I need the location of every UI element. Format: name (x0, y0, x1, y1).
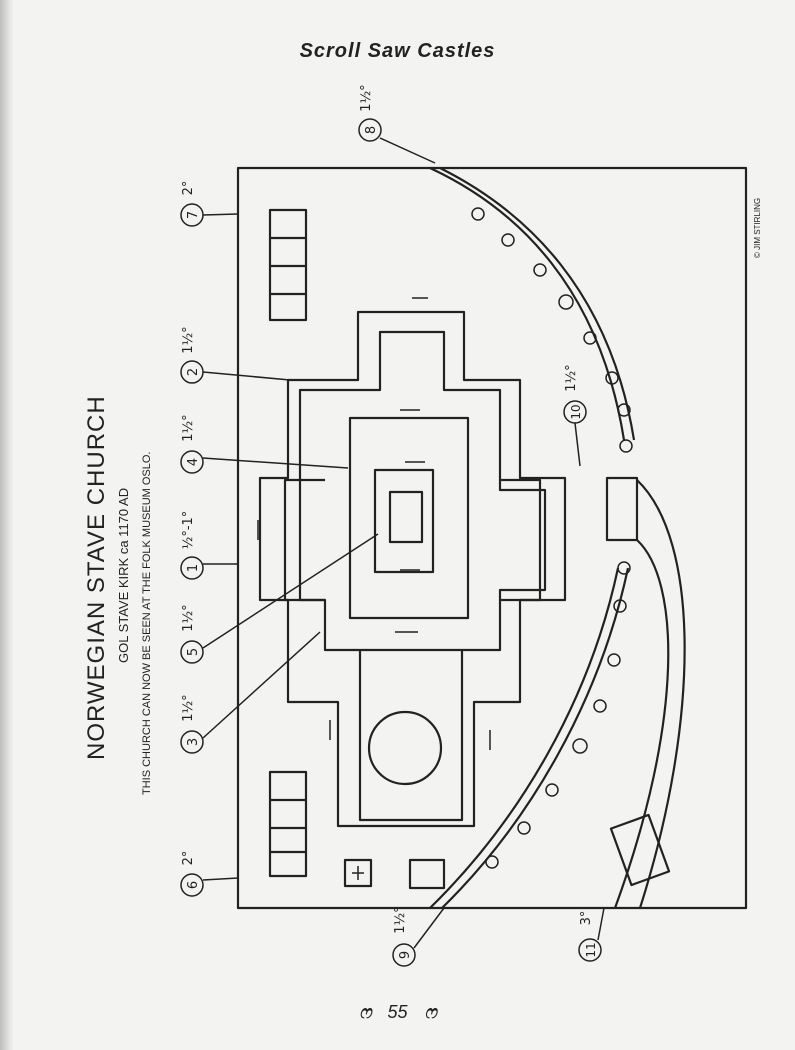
grave-box-1 (343, 858, 373, 888)
svg-text:1: 1 (186, 564, 201, 572)
church-inner-core (373, 468, 435, 574)
callout-7: 7 2° (180, 181, 239, 227)
church-outer-wall (258, 310, 567, 828)
fence-posts (471, 207, 633, 869)
cross-arm-right (500, 478, 542, 602)
callout-1: 1 ½°-1° (180, 511, 238, 580)
apse-round-tower (367, 710, 443, 786)
svg-text:7: 7 (186, 211, 201, 219)
svg-text:1½°: 1½° (359, 84, 374, 111)
svg-text:9: 9 (398, 951, 413, 959)
footer-ornament-left: ෆ (359, 1002, 371, 1022)
path-curve-inner (613, 539, 670, 909)
fence-top-inner (439, 167, 636, 441)
page-footer: ෆ 55 ෆ (0, 1002, 795, 1023)
svg-text:1½°: 1½° (393, 906, 408, 933)
church-nave (348, 416, 470, 620)
svg-text:1½°: 1½° (181, 414, 196, 441)
fence-bottom (429, 567, 620, 909)
roof-block-top (268, 208, 308, 322)
svg-text:2°: 2° (181, 181, 196, 196)
svg-text:1½°: 1½° (181, 326, 196, 353)
svg-text:4: 4 (186, 458, 201, 466)
callout-11: 11 3° (578, 907, 605, 962)
callout-10: 10 1½° (563, 364, 587, 467)
svg-text:½°-1°: ½°-1° (181, 511, 196, 550)
apse-wall (358, 650, 464, 822)
callout-6: 6 2° (180, 851, 239, 897)
grave-box-2 (408, 858, 446, 890)
svg-text:2: 2 (186, 368, 201, 376)
svg-text:6: 6 (186, 881, 201, 889)
callout-3: 3 1½° (180, 631, 321, 754)
svg-text:8: 8 (364, 126, 379, 134)
wagon (609, 813, 671, 887)
path-curve (636, 479, 686, 909)
church-middle-wall (298, 330, 547, 652)
svg-text:3°: 3° (579, 911, 594, 926)
page-number: 55 (387, 1002, 408, 1022)
svg-text:1½°: 1½° (181, 604, 196, 631)
svg-text:11: 11 (584, 942, 598, 957)
callout-2: 2 1½° (180, 326, 291, 384)
fence-bottom-inner (441, 567, 630, 909)
grain-arrows (257, 297, 491, 750)
gate-block (605, 476, 639, 542)
callout-9: 9 1½° (392, 906, 445, 967)
svg-text:2°: 2° (181, 851, 196, 866)
svg-text:5: 5 (186, 648, 201, 656)
svg-text:1½°: 1½° (181, 694, 196, 721)
altar-block (388, 490, 424, 544)
roof-block-bottom (268, 770, 308, 878)
callout-4: 4 1½° (180, 414, 349, 474)
footer-ornament-right: ෆ (424, 1002, 437, 1022)
fence-top (429, 167, 626, 441)
base-board (236, 166, 748, 910)
cross-arm-left (283, 478, 325, 602)
callout-5: 5 1½° (180, 533, 379, 664)
drawing-title: NORWEGIAN STAVE CHURCH (83, 395, 110, 760)
svg-text:1½°: 1½° (564, 364, 579, 391)
drawing-subtitle: GOL STAVE KIRK ca 1170 AD (116, 488, 131, 663)
page-header: Scroll Saw Castles (299, 40, 496, 62)
page-binding-edge (0, 0, 14, 1050)
callout-8: 8 1½° (358, 84, 436, 164)
svg-text:3: 3 (186, 738, 201, 746)
drawing-credit: © JIM STIRLING (753, 198, 762, 258)
drawing-note: THIS CHURCH CAN NOW BE SEEN AT THE FOLK … (141, 452, 153, 796)
svg-text:10: 10 (569, 404, 583, 419)
